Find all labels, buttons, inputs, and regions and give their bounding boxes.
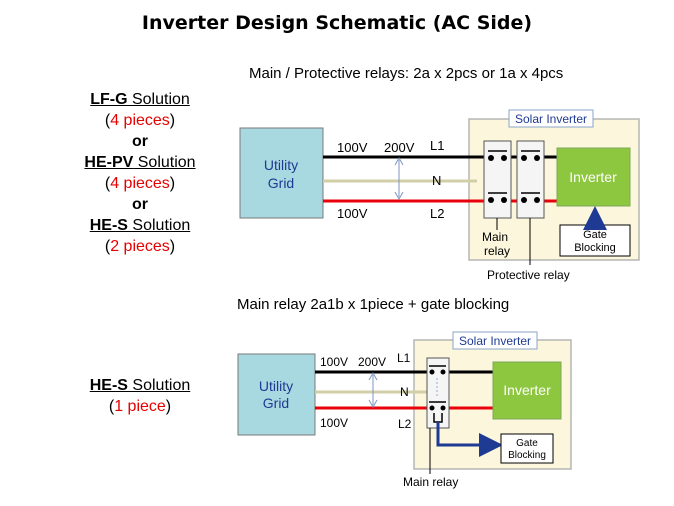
solution-suffix: Solution: [127, 91, 190, 108]
connector-or: or: [132, 133, 148, 150]
utility-grid-line2: Grid: [263, 395, 289, 411]
main-relay-label: Main relay: [403, 475, 458, 489]
protective-relay: [516, 140, 545, 219]
solution-count: (2 pieces): [104, 238, 176, 255]
label-n: N: [432, 173, 441, 188]
label-l2: L2: [430, 206, 444, 221]
label-100v-top: 100V: [337, 140, 368, 155]
gate-blocking-line2: Blocking: [508, 450, 546, 461]
inverter-label: Inverter: [503, 382, 551, 398]
inverter-box: [492, 361, 562, 420]
label-200v: 200V: [384, 140, 415, 155]
solution-list-bottom: HE-S Solution (1 piece): [50, 375, 230, 417]
solution-name: LF-G: [90, 91, 128, 108]
caption-top: Main / Protective relays: 2a x 2pcs or 1…: [249, 65, 564, 82]
utility-grid-line1: Utility: [264, 157, 298, 173]
gate-blocking-box: [500, 433, 554, 464]
solution-name: HE-S: [89, 377, 128, 394]
relay-contacts: [429, 369, 446, 411]
utility-grid-line2: Grid: [268, 175, 294, 191]
main-relay: [483, 140, 512, 219]
solar-inverter-label: Solar Inverter: [459, 334, 531, 348]
label-200v: 200V: [358, 355, 386, 369]
solution-hes: HE-S Solution: [50, 215, 230, 236]
label-n: N: [400, 385, 409, 399]
solution-lfg: LF-G Solution: [50, 89, 230, 110]
caption-bottom: Main relay 2a1b x 1piece + gate blocking: [237, 296, 510, 313]
utility-grid-box: [239, 127, 324, 219]
solution-name: HE-S: [89, 217, 128, 234]
main-relay-label-line1: Main: [482, 230, 508, 244]
label-100v-bottom: 100V: [337, 206, 368, 221]
diagram-top: Solar Inverter Utility Grid 100V 200V L1…: [239, 109, 640, 282]
solution-suffix: Solution: [127, 217, 191, 234]
relay-contacts: [488, 155, 540, 203]
solar-inverter-label: Solar Inverter: [515, 112, 587, 126]
count-value: 1 piece: [114, 398, 166, 415]
gate-blocking-line1: Gate: [583, 229, 607, 241]
main-relay-2a1b: [426, 357, 450, 429]
solution-count: (1 piece): [108, 398, 172, 415]
gate-blocking-line2: Blocking: [574, 242, 616, 254]
solution-list-top: LF-G Solution (4 pieces) or HE-PV Soluti…: [50, 89, 230, 257]
solution-count: (4 pieces): [104, 112, 176, 129]
gate-blocking-box: [559, 224, 631, 257]
solution-count: (4 pieces): [104, 175, 176, 192]
solution-suffix: Solution: [127, 377, 191, 394]
gate-arrow: [436, 422, 503, 457]
count-value: 4 pieces: [110, 175, 170, 192]
page-title: Inverter Design Schematic (AC Side): [141, 12, 533, 34]
label-l2: L2: [398, 417, 412, 431]
solution-hepv: HE-PV Solution: [50, 152, 230, 173]
utility-grid-box: [237, 353, 316, 436]
inverter-label: Inverter: [569, 169, 617, 185]
protective-relay-label: Protective relay: [487, 268, 570, 282]
diagram-bottom: Solar Inverter Utility Grid 100V 200V L1…: [237, 331, 572, 489]
connector-or: or: [132, 196, 148, 213]
main-relay-label-line2: relay: [484, 244, 510, 258]
inverter-box: [556, 147, 631, 207]
label-l1: L1: [430, 138, 444, 153]
solar-inverter-label-box: [452, 331, 538, 350]
count-value: 2 pieces: [110, 238, 170, 255]
label-100v-bottom: 100V: [320, 416, 348, 430]
count-value: 4 pieces: [110, 112, 170, 129]
utility-grid-line1: Utility: [259, 378, 293, 394]
solution-name: HE-PV: [84, 154, 134, 171]
solution-hes-single: HE-S Solution: [50, 375, 230, 396]
solar-inverter-label-box: [508, 109, 594, 128]
label-l1: L1: [397, 351, 411, 365]
label-100v-top: 100V: [320, 355, 348, 369]
solution-suffix: Solution: [133, 154, 196, 171]
gate-blocking-line1: Gate: [516, 438, 538, 449]
